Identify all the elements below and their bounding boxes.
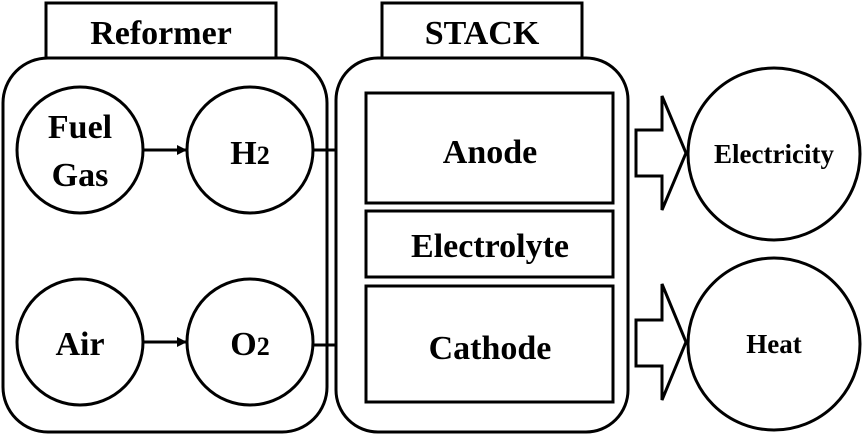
reformer-title: Reformer: [90, 15, 232, 52]
reformer-group: Reformer Fuel Gas H2 Air O2: [1, 1, 329, 434]
o2-label-sub: 2: [257, 332, 270, 361]
reformer-title-box: [44, 1, 278, 60]
electrolyte-label: Electrolyte: [411, 228, 569, 265]
block-arrow-electricity: [634, 95, 688, 211]
electricity-label: Electricity: [714, 139, 834, 169]
o2-label-base: O: [230, 326, 256, 363]
o2-node: [185, 277, 315, 407]
fuel-gas-label-line1: Fuel: [48, 109, 112, 146]
heat-node: [686, 256, 862, 432]
h2-label-sub: 2: [257, 141, 270, 170]
heat-label: Heat: [746, 329, 801, 359]
electrolyte-box: [364, 209, 615, 279]
block-arrow-heat: [634, 283, 688, 401]
anode-box: [364, 91, 615, 205]
h2-label-base: H: [230, 135, 256, 172]
fuel-gas-node: [15, 85, 145, 215]
o2-label: O2: [230, 326, 269, 363]
cathode-label: Cathode: [429, 330, 552, 367]
stack-title: STACK: [425, 15, 540, 52]
cathode-box: [364, 284, 615, 404]
h2-label: H2: [230, 135, 269, 172]
air-label: Air: [55, 326, 104, 363]
stack-title-box: [380, 1, 584, 60]
fuel-gas-label-line2: Gas: [52, 157, 109, 194]
stack-group: STACK Anode Electrolyte Cathode: [334, 1, 630, 434]
anode-label: Anode: [443, 134, 537, 171]
electricity-node: [686, 66, 862, 242]
